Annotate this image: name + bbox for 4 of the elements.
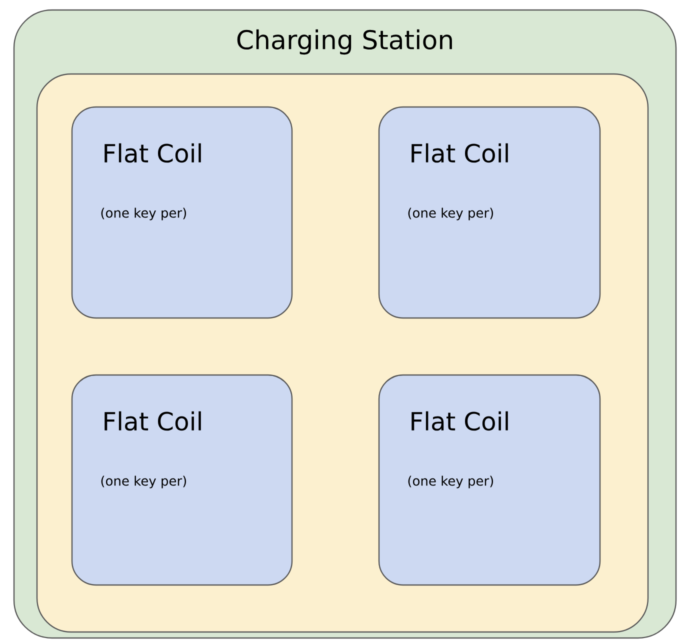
- coil-box: Flat Coil (one key per): [71, 106, 293, 319]
- coil-box: Flat Coil (one key per): [71, 374, 293, 586]
- coil-box: Flat Coil (one key per): [378, 374, 601, 586]
- coil-box: Flat Coil (one key per): [378, 106, 601, 319]
